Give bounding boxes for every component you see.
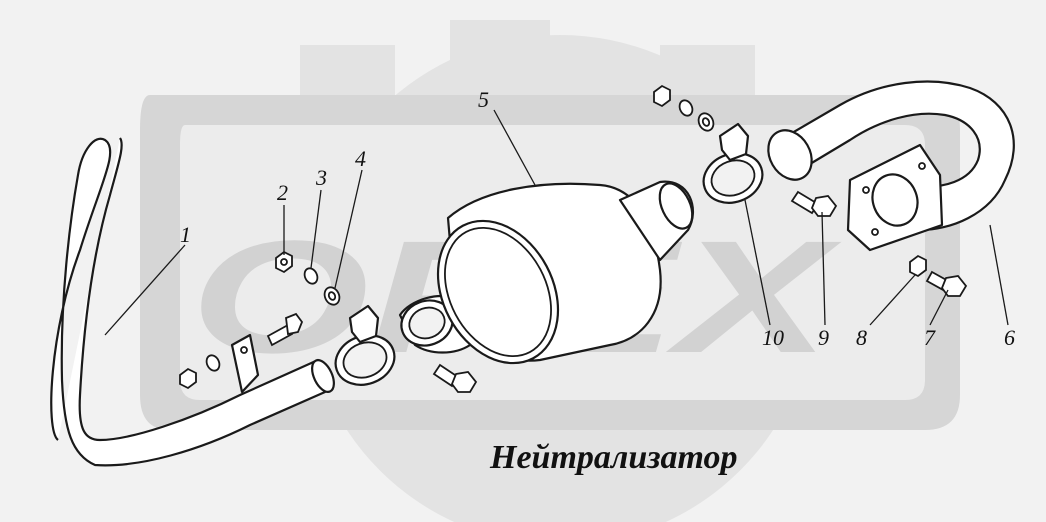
leader-5 [493, 109, 536, 186]
callout-4: 4 [355, 146, 366, 171]
leader-10 [744, 199, 771, 326]
pipe-1 [50, 137, 335, 467]
leader-1 [104, 244, 186, 336]
clamp-10-hardware [653, 84, 715, 132]
callout-5: 5 [478, 87, 489, 112]
callout-labels: 1 2 3 4 5 6 7 8 9 10 [180, 87, 1015, 350]
bracket-bolt [266, 312, 304, 347]
lock-washer-3 [303, 267, 319, 285]
clamp-bolt-lower [432, 363, 478, 393]
converter-5 [398, 180, 695, 365]
callout-8: 8 [856, 325, 867, 350]
bolt-9 [790, 190, 838, 217]
bracket-nut [179, 354, 221, 390]
pipe-6 [767, 80, 1015, 252]
callout-7: 7 [924, 325, 936, 350]
leader-lines [104, 109, 1009, 336]
nut-8 [909, 254, 927, 278]
clamp-10 [702, 122, 764, 204]
callout-3: 3 [315, 165, 327, 190]
callout-2: 2 [277, 180, 288, 205]
leader-4 [334, 169, 363, 289]
washer-4 [323, 286, 341, 306]
callout-6: 6 [1004, 325, 1015, 350]
callout-9: 9 [818, 325, 829, 350]
bracket-left [230, 333, 260, 394]
leader-3 [310, 189, 322, 269]
callout-1: 1 [180, 222, 191, 247]
leader-9 [821, 211, 826, 326]
leader-7 [929, 289, 949, 326]
leader-8 [869, 274, 916, 326]
diagram-caption: Нейтрализатор [489, 439, 738, 476]
callout-10: 10 [762, 325, 784, 350]
leader-6 [989, 224, 1009, 326]
clamp-left [334, 304, 396, 386]
